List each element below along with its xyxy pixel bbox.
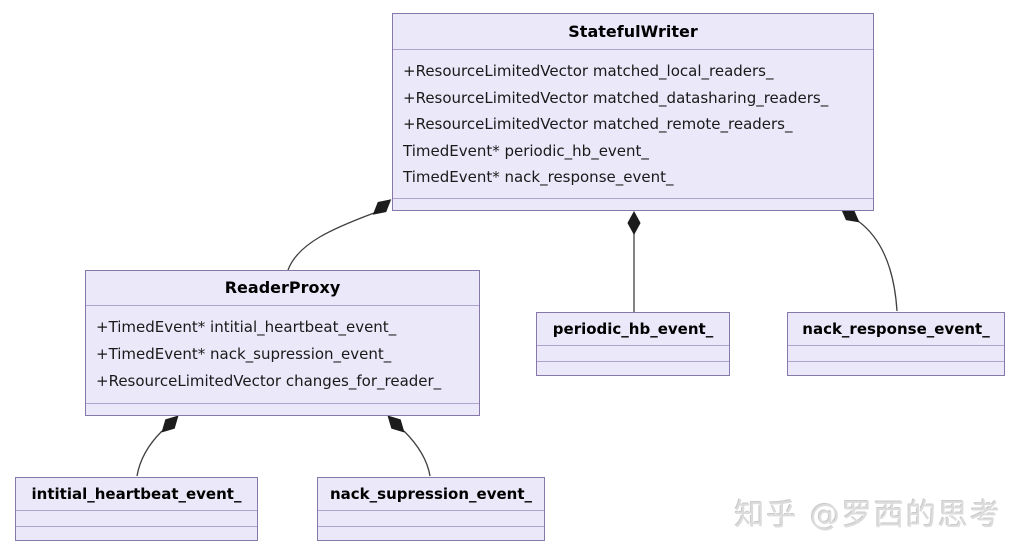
edge-readerproxy-intitial-heartbeat-event — [136, 430, 163, 477]
composition-diamond — [372, 199, 392, 215]
class-attribute: +ResourceLimitedVector matched_datashari… — [403, 88, 829, 107]
class-title: periodic_hb_event_ — [552, 320, 714, 338]
class-title: intitial_heartbeat_event_ — [31, 485, 242, 503]
class-methods-empty — [16, 526, 257, 540]
class-methods-empty — [86, 403, 479, 415]
class-attribute: TimedEvent* periodic_hb_event_ — [403, 141, 649, 160]
class-attribute: TimedEvent* nack_response_event_ — [403, 168, 674, 187]
class-attribute: +ResourceLimitedVector changes_for_reade… — [96, 372, 442, 390]
class-title: ReaderProxy — [224, 278, 341, 297]
class-periodic-hb-event: periodic_hb_event_ — [536, 312, 730, 376]
class-methods-empty — [393, 198, 873, 210]
class-nack-supression-event: nack_supression_event_ — [317, 477, 545, 541]
composition-diamond — [627, 210, 641, 236]
class-methods-empty — [318, 526, 544, 540]
class-title: nack_response_event_ — [802, 320, 990, 338]
class-statefulwriter: StatefulWriter +ResourceLimitedVector ma… — [392, 13, 874, 211]
class-attributes: +ResourceLimitedVector matched_local_rea… — [393, 49, 873, 198]
edge-statefulwriter-readerproxy — [287, 212, 375, 271]
class-nack-response-event: nack_response_event_ — [787, 312, 1005, 376]
watermark-text: 知乎 @罗西的思考 — [734, 498, 1002, 533]
class-attributes-empty — [16, 510, 257, 526]
class-readerproxy: ReaderProxy +TimedEvent* intitial_heartb… — [85, 270, 480, 416]
class-attribute: +ResourceLimitedVector matched_remote_re… — [403, 115, 793, 134]
class-attributes: +TimedEvent* intitial_heartbeat_event_ +… — [86, 305, 479, 403]
edge-statefulwriter-nack-response-event — [857, 220, 898, 312]
class-methods-empty — [537, 361, 729, 375]
class-attributes-empty — [788, 345, 1004, 361]
class-title: StatefulWriter — [568, 22, 698, 41]
class-methods-empty — [788, 361, 1004, 375]
edge-readerproxy-nack-supression-event — [403, 430, 431, 477]
class-intitial-heartbeat-event: intitial_heartbeat_event_ — [15, 477, 258, 541]
class-attribute: +TimedEvent* nack_supression_event_ — [96, 345, 392, 363]
class-attributes-empty — [318, 510, 544, 526]
class-attribute: +TimedEvent* intitial_heartbeat_event_ — [96, 318, 397, 336]
class-attributes-empty — [537, 345, 729, 361]
class-attribute: +ResourceLimitedVector matched_local_rea… — [403, 62, 774, 80]
class-title: nack_supression_event_ — [329, 485, 533, 503]
